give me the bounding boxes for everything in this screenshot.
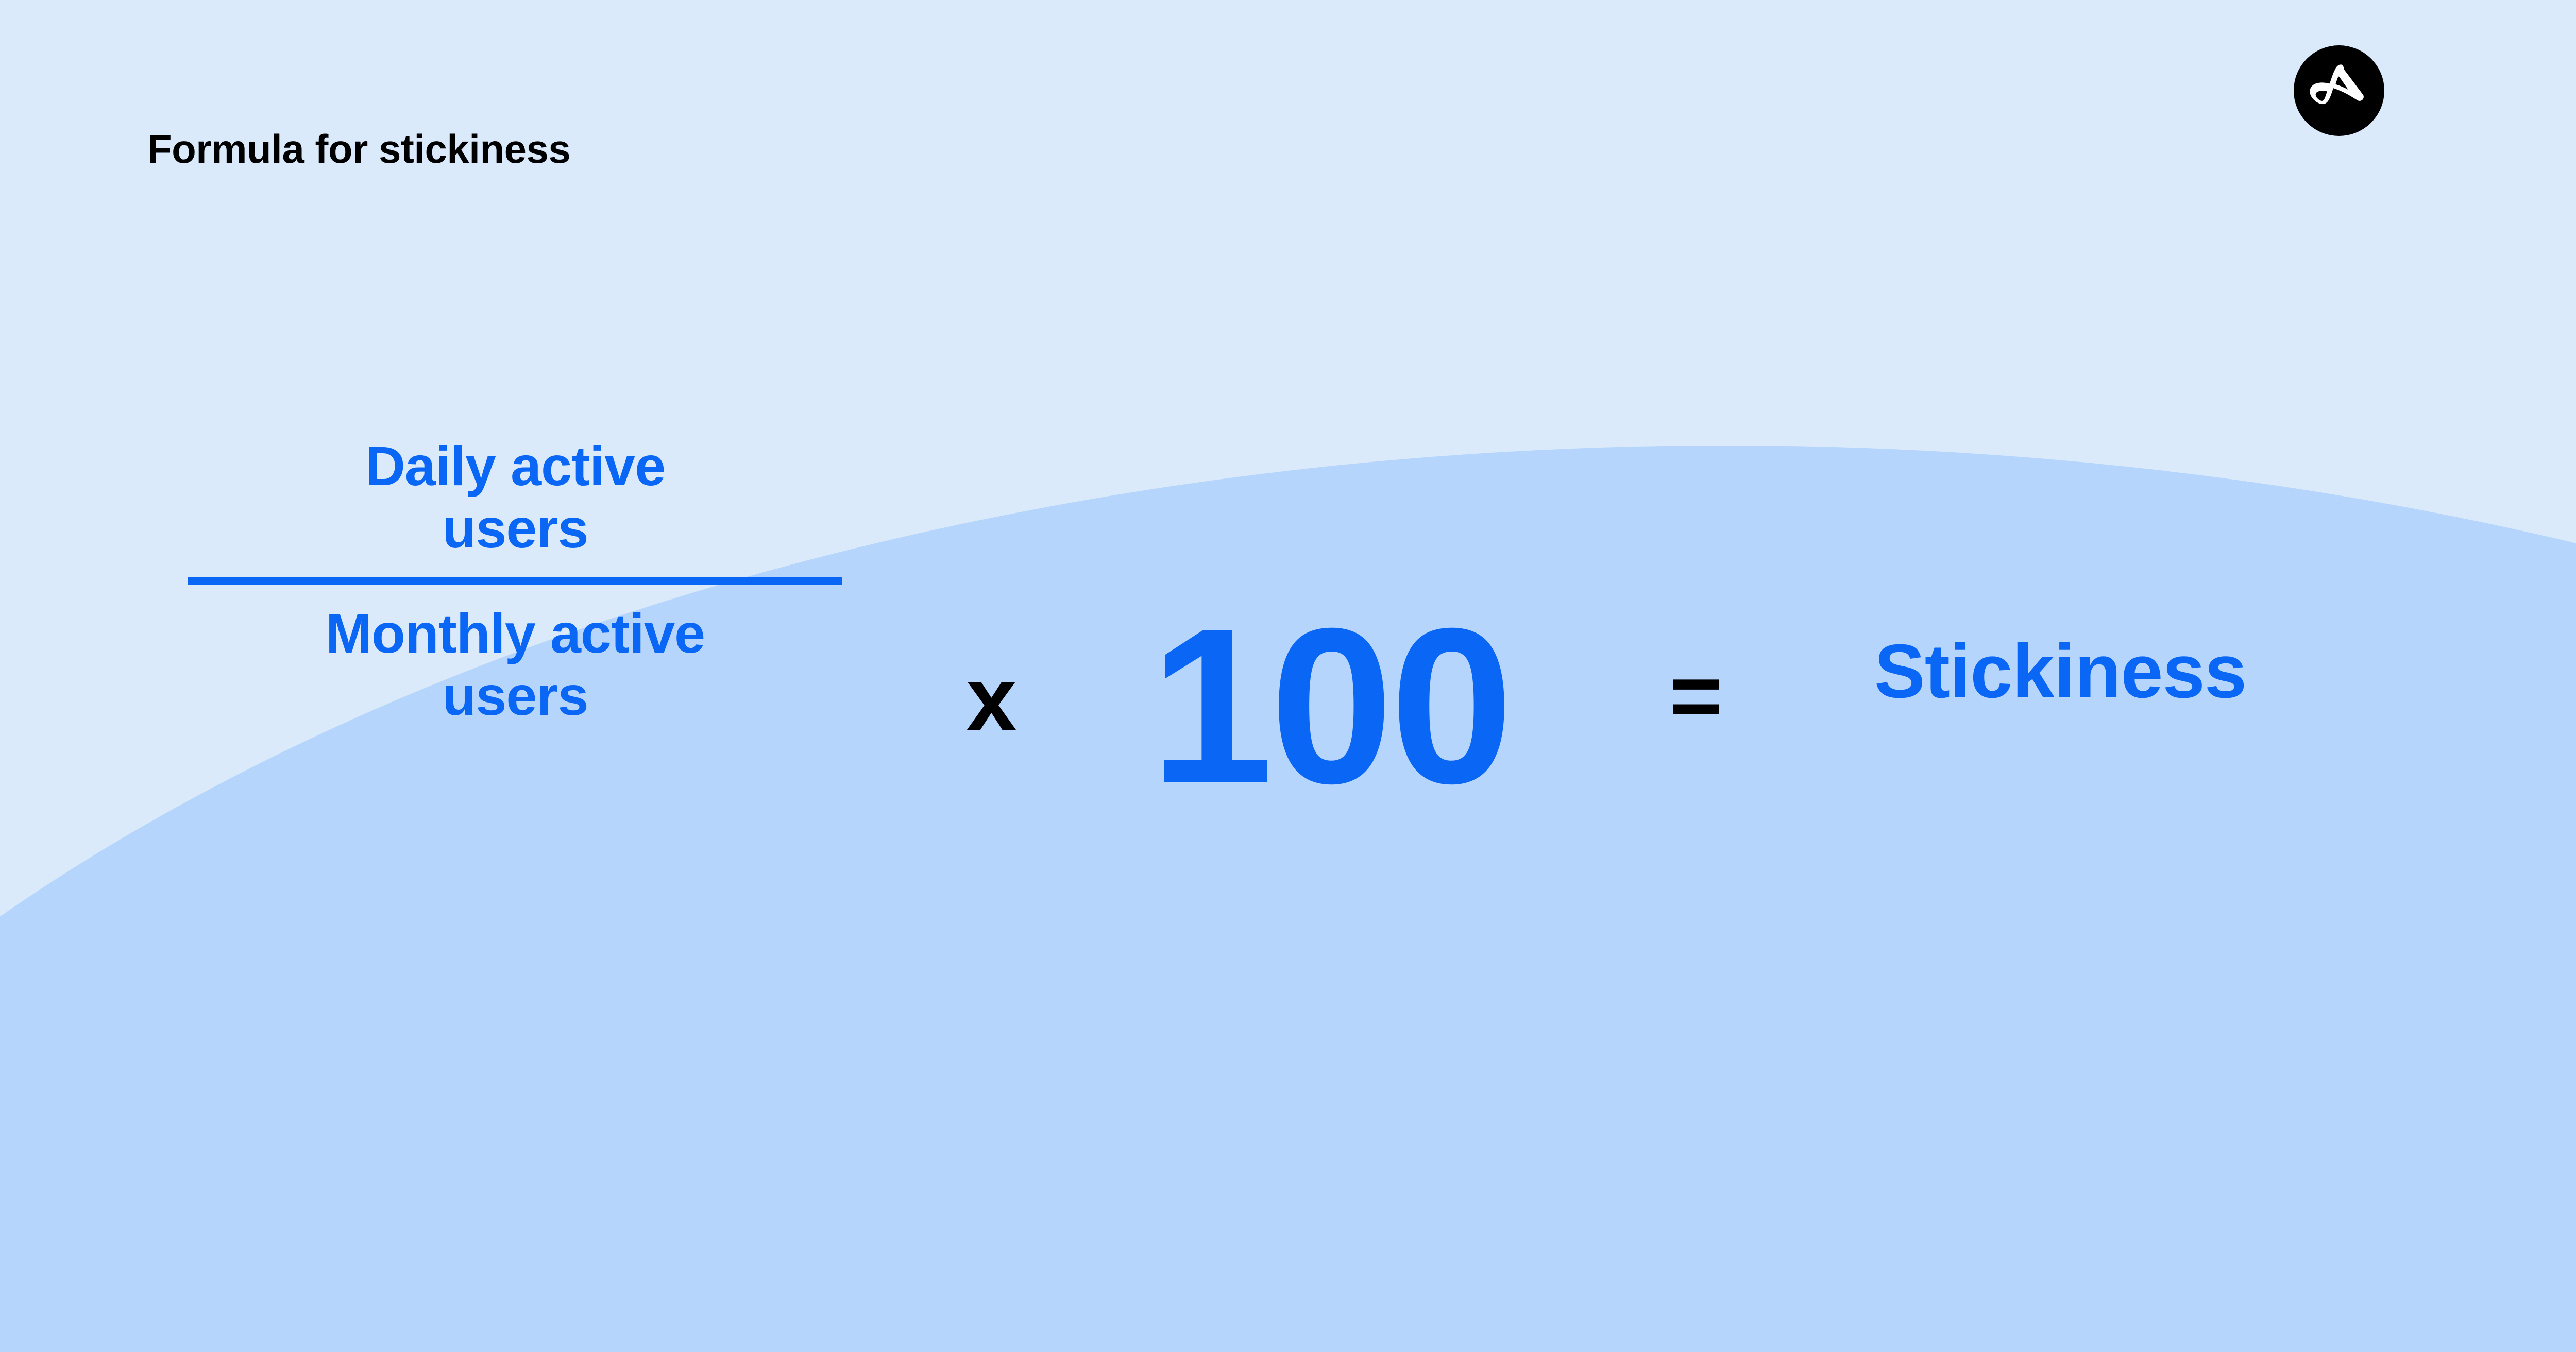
multiplier-value: 100 [1150,583,1513,830]
fraction-numerator: Daily active users [188,435,842,560]
fraction-denominator-line-1: Monthly active [325,602,705,664]
fraction-numerator-line-1: Daily active [365,435,666,497]
fraction-dau-over-mau: Daily active users Monthly active users [188,435,842,727]
amplitude-logo-icon [2294,45,2384,136]
fraction-denominator-line-2: users [442,664,588,727]
fraction-numerator-line-2: users [442,497,588,559]
page-title: Formula for stickiness [147,126,571,172]
fraction-bar [188,577,842,585]
amplitude-logo [2294,45,2384,136]
multiply-operator: x [966,647,1017,750]
fraction-denominator: Monthly active users [188,602,842,727]
result-label: Stickiness [1874,629,2247,714]
equals-operator: = [1669,644,1723,747]
